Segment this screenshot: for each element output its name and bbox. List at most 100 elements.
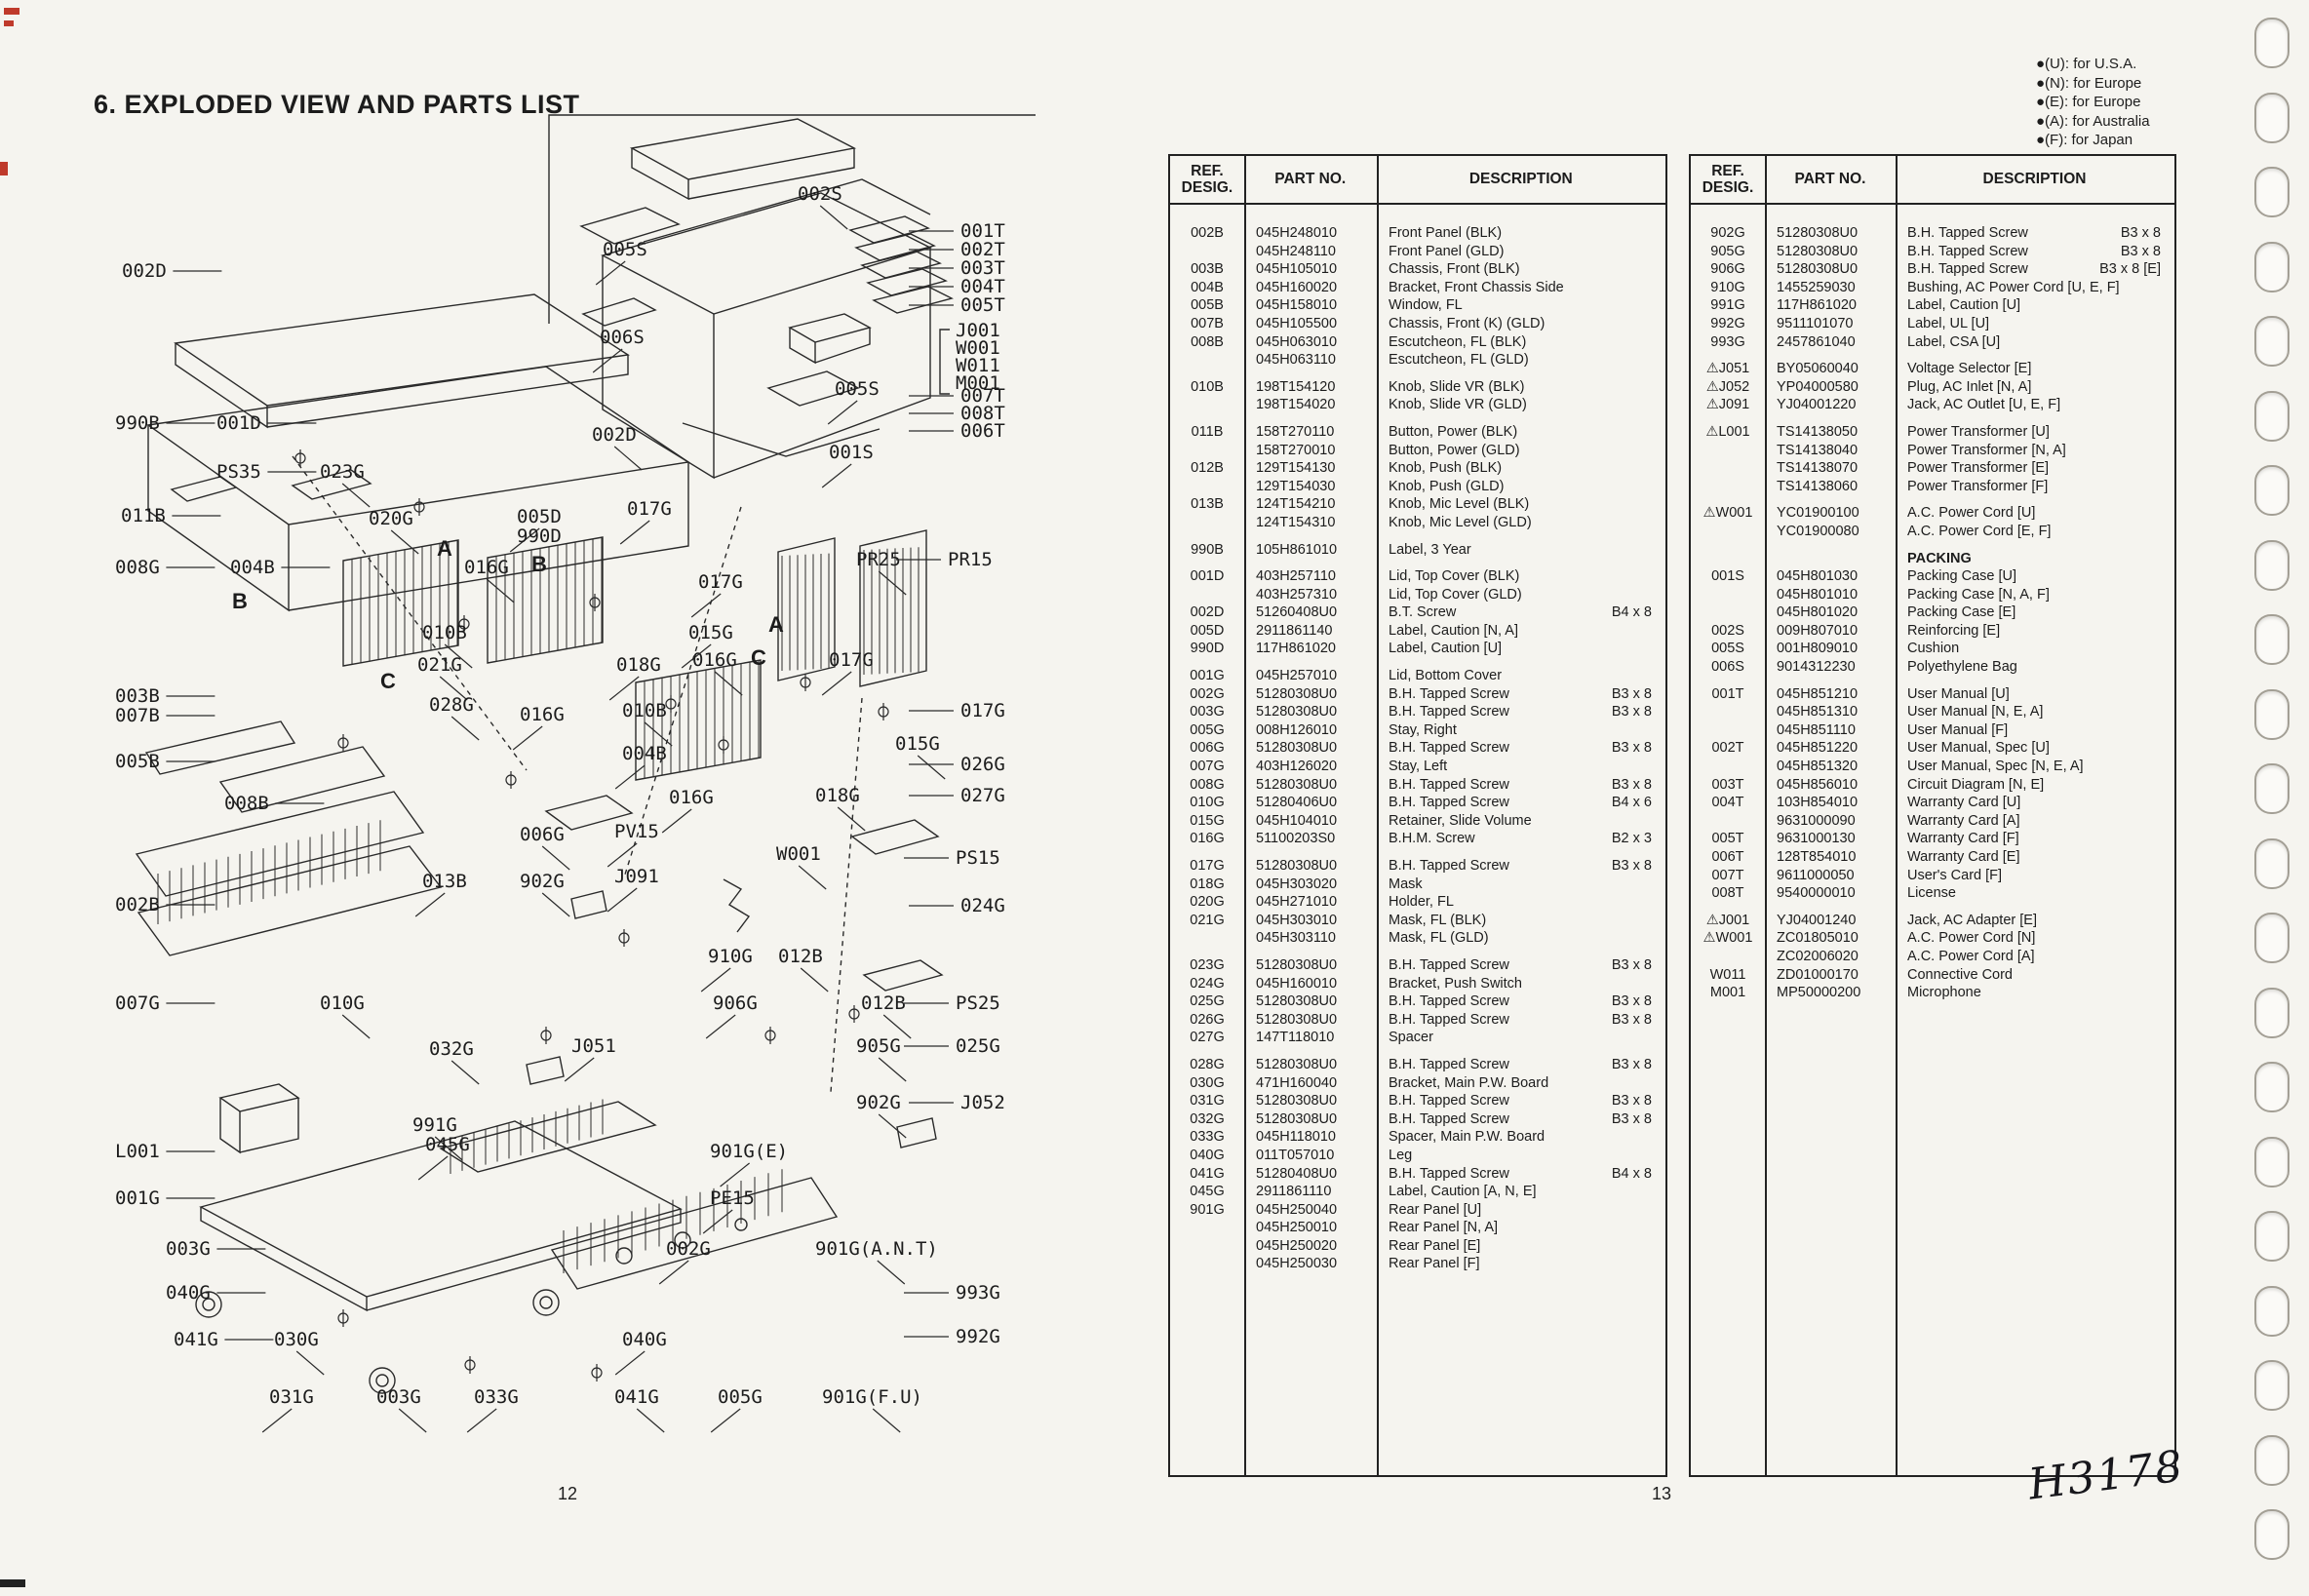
diagram-part-label: 012B bbox=[861, 993, 906, 1014]
part-no-cell: 045H104010 bbox=[1256, 812, 1338, 829]
ref-desig-cell: 005B bbox=[1191, 297, 1224, 314]
leader-line bbox=[821, 671, 852, 696]
diagram-part-label: 015G bbox=[895, 733, 940, 755]
description-cell: Button, Power (BLK) bbox=[1389, 423, 1518, 440]
part-no-cell: 008H126010 bbox=[1256, 721, 1338, 738]
description-cell: Packing Case [E] bbox=[1907, 604, 2016, 621]
ref-desig-cell bbox=[1170, 1219, 1244, 1237]
leader-line bbox=[681, 643, 712, 669]
binder-hole bbox=[2254, 390, 2289, 442]
leader-line bbox=[837, 806, 866, 832]
diagram-part-label: 008T bbox=[960, 403, 1005, 424]
ref-desig-cell: 028G bbox=[1190, 1056, 1225, 1072]
diagram-part-label: 001D bbox=[216, 412, 261, 434]
table-divider bbox=[1377, 156, 1379, 1475]
ref-desig-cell bbox=[1691, 459, 1765, 478]
ref-desig-cell: 040G bbox=[1190, 1147, 1225, 1163]
scan-red-mark bbox=[4, 8, 20, 15]
diagram-part-label: 003G bbox=[376, 1386, 421, 1408]
diagram-part-label: 020G bbox=[369, 508, 413, 529]
part-no-cell: 9611000050 bbox=[1777, 867, 1855, 883]
diagram-part-label: 030G bbox=[274, 1329, 319, 1350]
part-no-cell: 147T118010 bbox=[1256, 1030, 1335, 1046]
description-cell: A.C. Power Cord [A] bbox=[1907, 948, 2035, 964]
leader-line bbox=[608, 676, 640, 701]
description-cell: Mask, FL (BLK) bbox=[1389, 912, 1487, 928]
part-no-cell: 9631000130 bbox=[1777, 831, 1856, 847]
part-no-cell: 045H250040 bbox=[1256, 1201, 1338, 1218]
part-no-cell: 9014312230 bbox=[1777, 659, 1856, 676]
part-no-cell: 51280408U0 bbox=[1256, 1165, 1338, 1182]
diagram-part-label: 018G bbox=[616, 654, 661, 676]
part-no-cell: 045H271010 bbox=[1256, 894, 1338, 911]
part-no-cell: 045H160020 bbox=[1256, 279, 1338, 295]
leader-line bbox=[592, 348, 623, 373]
part-no-cell: 51280308U0 bbox=[1256, 1110, 1338, 1127]
description-cell: Stay, Left bbox=[1389, 759, 1448, 775]
part-no-cell: 9511101070 bbox=[1777, 315, 1854, 331]
description-cell: Lid, Top Cover (BLK) bbox=[1389, 568, 1520, 585]
table-group-gap bbox=[1691, 414, 2174, 423]
description-cell: Rear Panel [U] bbox=[1389, 1201, 1482, 1218]
diagram-part-label: 041G bbox=[614, 1386, 659, 1408]
diagram-part-label: 023G bbox=[320, 461, 365, 483]
leader-line bbox=[614, 764, 646, 790]
leader-line bbox=[439, 676, 468, 701]
part-no-cell: 403H257310 bbox=[1256, 586, 1338, 603]
leader-line bbox=[450, 1060, 480, 1085]
leader-line bbox=[541, 845, 570, 871]
part-no-cell: 198T154120 bbox=[1256, 378, 1336, 395]
ref-desig-cell bbox=[1170, 396, 1244, 414]
diagram-part-label: PV15 bbox=[614, 821, 659, 842]
ref-desig-cell: ⚠L001 bbox=[1705, 423, 1750, 440]
ref-desig-cell: M001 bbox=[1709, 985, 1746, 1001]
ref-desig-cell: ⚠W001 bbox=[1702, 930, 1753, 947]
description-cell: Warranty Card [A] bbox=[1907, 812, 2020, 829]
ref-desig-cell: 001S bbox=[1711, 568, 1744, 585]
part-no-cell: 158T270010 bbox=[1256, 442, 1336, 458]
leader-line bbox=[819, 205, 848, 230]
ref-desig-cell: ⚠J001 bbox=[1705, 912, 1750, 928]
ref-desig-cell: ⚠W001 bbox=[1702, 505, 1753, 522]
leader-line bbox=[341, 1014, 371, 1039]
left-page-number: 12 bbox=[558, 1484, 578, 1503]
description-cell: Microphone bbox=[1907, 985, 1981, 1001]
description-cell: User Manual [F] bbox=[1907, 721, 2009, 738]
scan-black-mark bbox=[0, 1579, 25, 1587]
part-no-cell: 001H809010 bbox=[1777, 641, 1859, 657]
part-no-cell: 045H851110 bbox=[1777, 721, 1856, 738]
description-cell: Label, Caution [U] bbox=[1907, 297, 2021, 314]
leader-line bbox=[714, 671, 743, 696]
description-cell: Label, CSA [U] bbox=[1907, 333, 2001, 350]
leader-line bbox=[595, 260, 626, 286]
diagram-part-label: 901G(F.U) bbox=[822, 1386, 922, 1408]
ref-desig-cell bbox=[1170, 442, 1244, 460]
ref-desig-cell: 002T bbox=[1711, 740, 1744, 757]
diagram-part-label: 002D bbox=[592, 424, 637, 446]
